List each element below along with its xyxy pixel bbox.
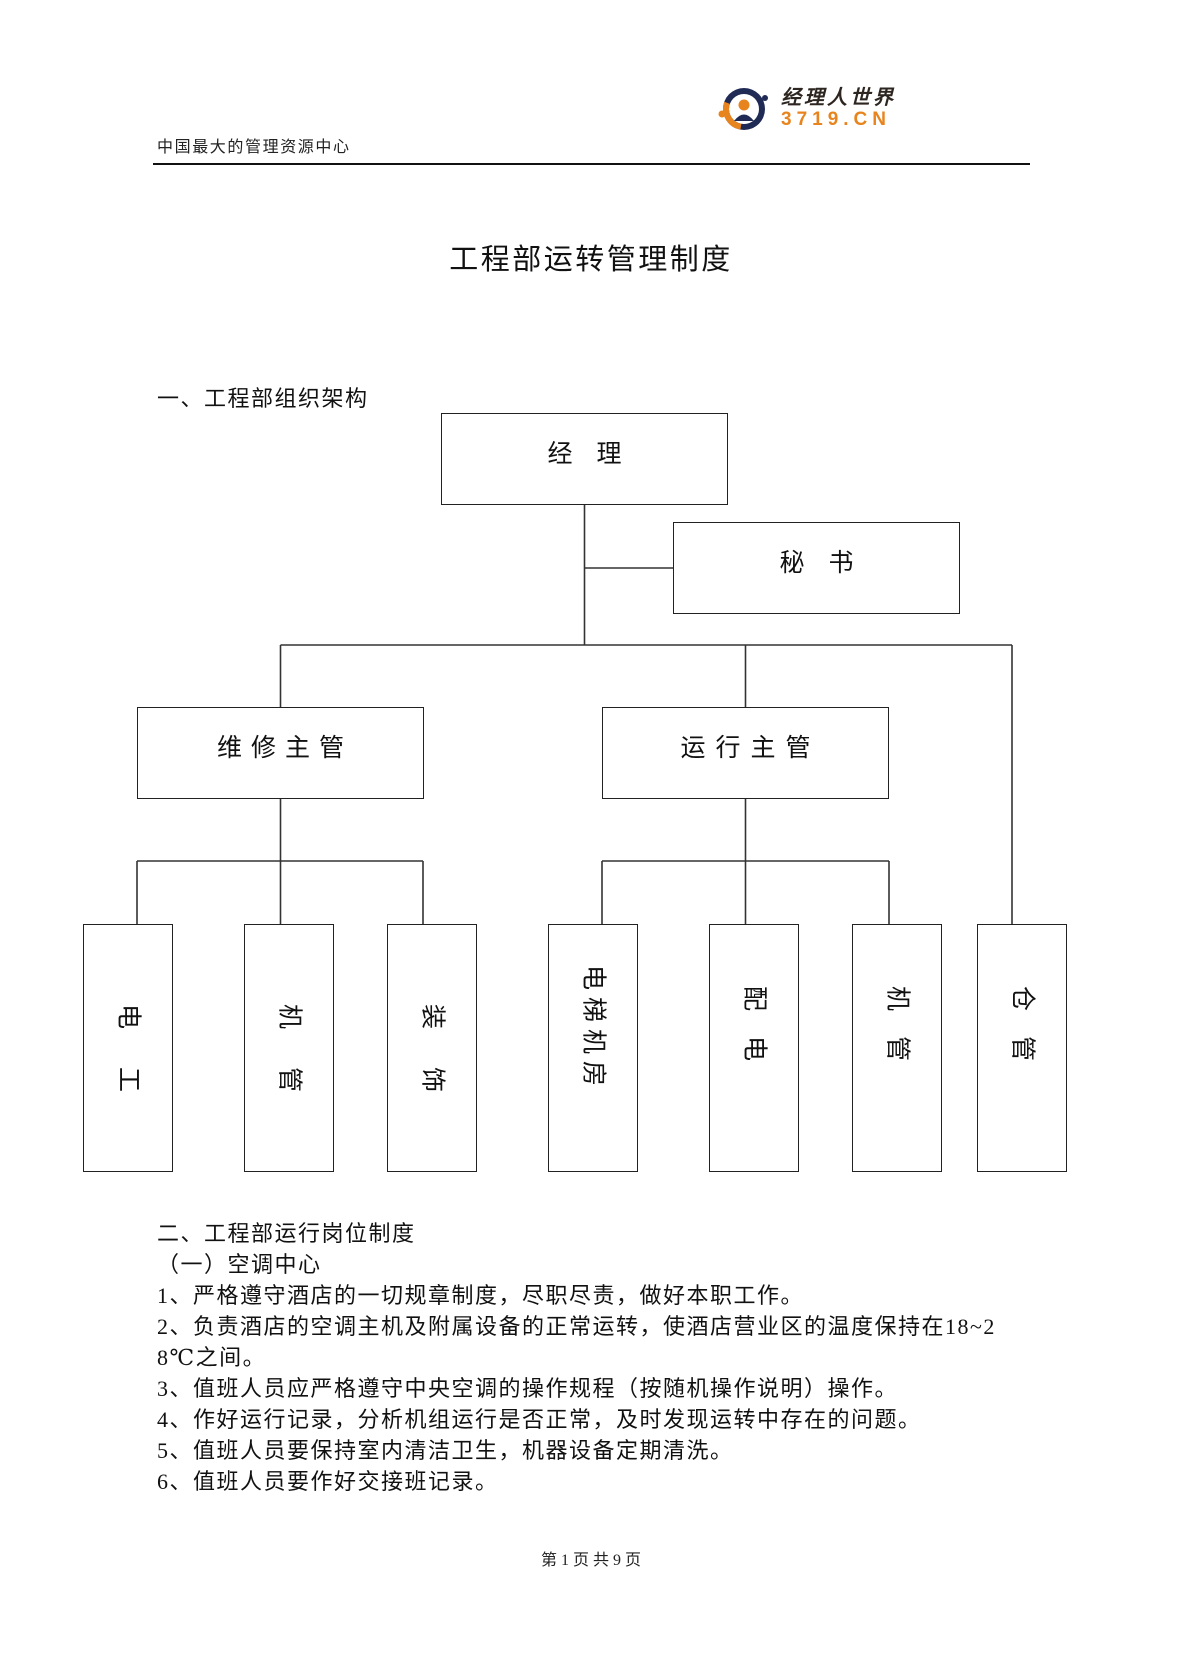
list-item: 5、值班人员要保持室内清洁卫生，机器设备定期清洗。 (157, 1438, 734, 1463)
org-box-label: 运行主管 (680, 734, 821, 762)
duty-section: 二、工程部运行岗位制度 （一）空调中心 1、严格遵守酒店的一切规章制度，尽职尽责… (157, 1218, 1017, 1497)
org-box-label: 装饰 (418, 1003, 446, 1130)
org-box-storekeeping: 仓管 (977, 924, 1067, 1172)
logo-globe-icon (718, 88, 768, 130)
page-title: 工程部运转管理制度 (449, 242, 733, 276)
org-box-label: 配电 (740, 985, 768, 1086)
org-box-label: 电工 (114, 1003, 142, 1130)
org-box-electrician: 电工 (83, 924, 173, 1172)
section-heading-org-structure: 一、工程部组织架构 (157, 386, 369, 411)
list-item: 4、作好运行记录，分析机组运行是否正常，及时发现运转中存在的问题。 (157, 1407, 922, 1432)
list-item: 2、负责酒店的空调主机及附属设备的正常运转，使酒店营业区的温度保持在18~28℃… (157, 1314, 996, 1370)
list-item: 3、值班人员应严格遵守中央空调的操作规程（按随机操作说明）操作。 (157, 1376, 899, 1401)
org-box-machinery: 机管 (244, 924, 334, 1172)
org-box-decoration: 装饰 (387, 924, 477, 1172)
org-box-elevator-room: 电梯机房 (548, 924, 638, 1172)
org-box-label: 经理 (547, 440, 646, 468)
org-box-label: 秘书 (779, 549, 878, 577)
header-tagline: 中国最大的管理资源中心 (157, 139, 351, 156)
list-item: 1、严格遵守酒店的一切规章制度，尽职尽责，做好本职工作。 (157, 1283, 805, 1308)
org-box-maintenance-supervisor: 维修主管 (137, 707, 424, 799)
list-item: 6、值班人员要作好交接班记录。 (157, 1469, 499, 1494)
org-box-manager: 经理 (441, 413, 728, 505)
subsection-heading: （一）空调中心 (157, 1252, 322, 1277)
org-box-secretary: 秘书 (673, 522, 960, 614)
org-box-label: 机管 (883, 985, 911, 1086)
logo-domain: 3719.CN (781, 109, 891, 130)
org-box-label: 电梯机房 (579, 965, 607, 1094)
org-box-label: 维修主管 (216, 734, 353, 762)
section-heading-duties: 二、工程部运行岗位制度 (157, 1221, 416, 1246)
org-box-power-distribution: 配电 (709, 924, 799, 1172)
org-box-machinery-2: 机管 (852, 924, 942, 1172)
logo-name: 经理人世界 (781, 85, 896, 109)
header-rule (153, 163, 1030, 165)
org-box-label: 仓管 (1008, 985, 1036, 1086)
org-box-label: 机管 (275, 1003, 303, 1130)
org-box-operations-supervisor: 运行主管 (602, 707, 889, 799)
page-footer: 第 1 页 共 9 页 (540, 1552, 641, 1569)
